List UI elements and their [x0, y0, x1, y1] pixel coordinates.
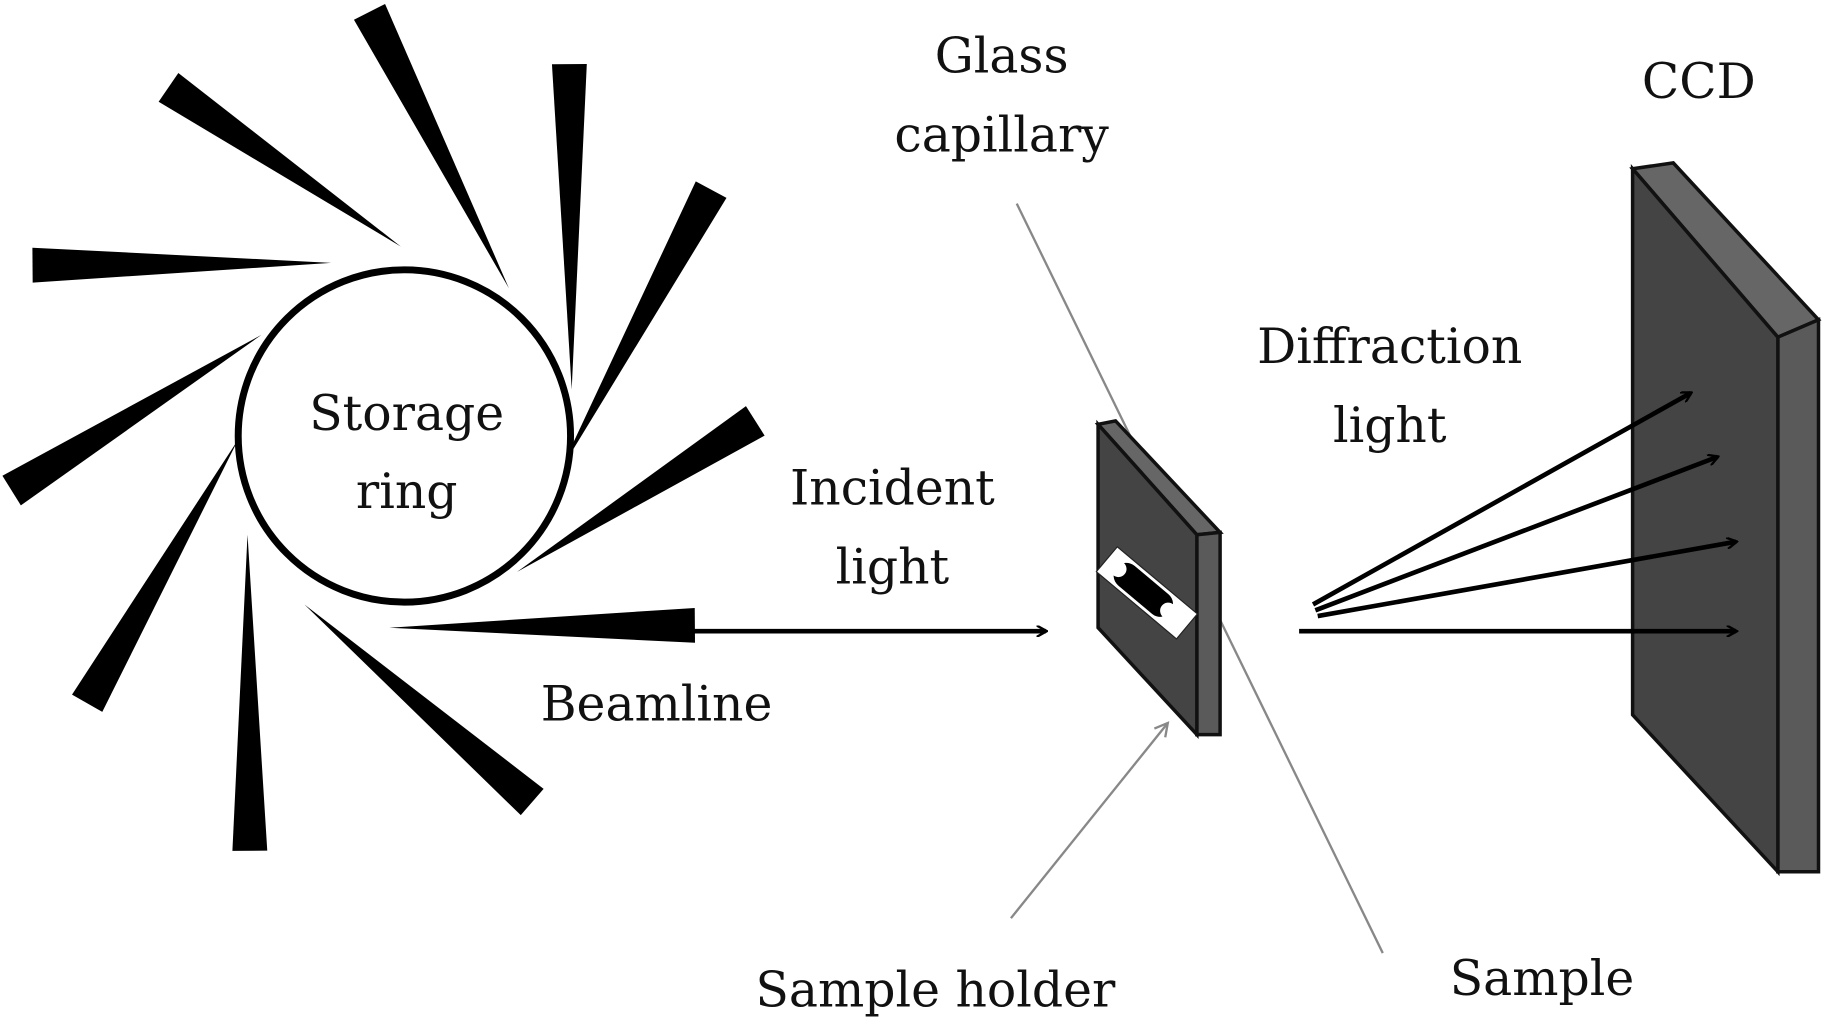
- beamline-spike: [560, 181, 727, 471]
- diffraction-arrows: [1299, 390, 1736, 631]
- label-beamline: Beamline: [541, 676, 773, 733]
- label-diffraction: Diffraction: [1257, 318, 1522, 375]
- diffraction-arrow: [1311, 390, 1691, 607]
- label-capillary: capillary: [894, 106, 1109, 163]
- beamline-spike: [32, 247, 332, 283]
- label-sample-holder: Sample holder: [755, 962, 1116, 1019]
- sample-holder: [1094, 418, 1224, 740]
- beamline-spike: [2, 334, 262, 506]
- beamline-spike: [389, 607, 696, 643]
- beamline-spike: [304, 604, 544, 816]
- beamline-spike: [353, 3, 509, 289]
- glass-capillary: [1095, 545, 1199, 640]
- diffraction-arrow: [1317, 542, 1736, 619]
- label-sample: Sample: [1450, 950, 1635, 1007]
- beamline-spike: [551, 64, 587, 390]
- label-storage: Storage: [309, 385, 504, 442]
- beamline-spike: [72, 439, 239, 712]
- beamline-spike: [517, 406, 765, 572]
- beamline-spikes: [2, 3, 765, 851]
- sample-holder-pointer: [1010, 723, 1168, 919]
- beamline-spike: [232, 534, 268, 851]
- label-ring: ring: [356, 463, 458, 520]
- label-glass: Glass: [935, 27, 1069, 84]
- ccd-detector: [1629, 161, 1822, 877]
- label-incident-light: light: [836, 539, 950, 596]
- diffraction-arrow: [1314, 457, 1717, 613]
- label-diffraction-light: light: [1333, 397, 1447, 454]
- storage-ring: [234, 266, 575, 606]
- label-incident: Incident: [790, 460, 995, 517]
- beamline-spike: [158, 72, 401, 247]
- label-ccd: CCD: [1642, 53, 1756, 110]
